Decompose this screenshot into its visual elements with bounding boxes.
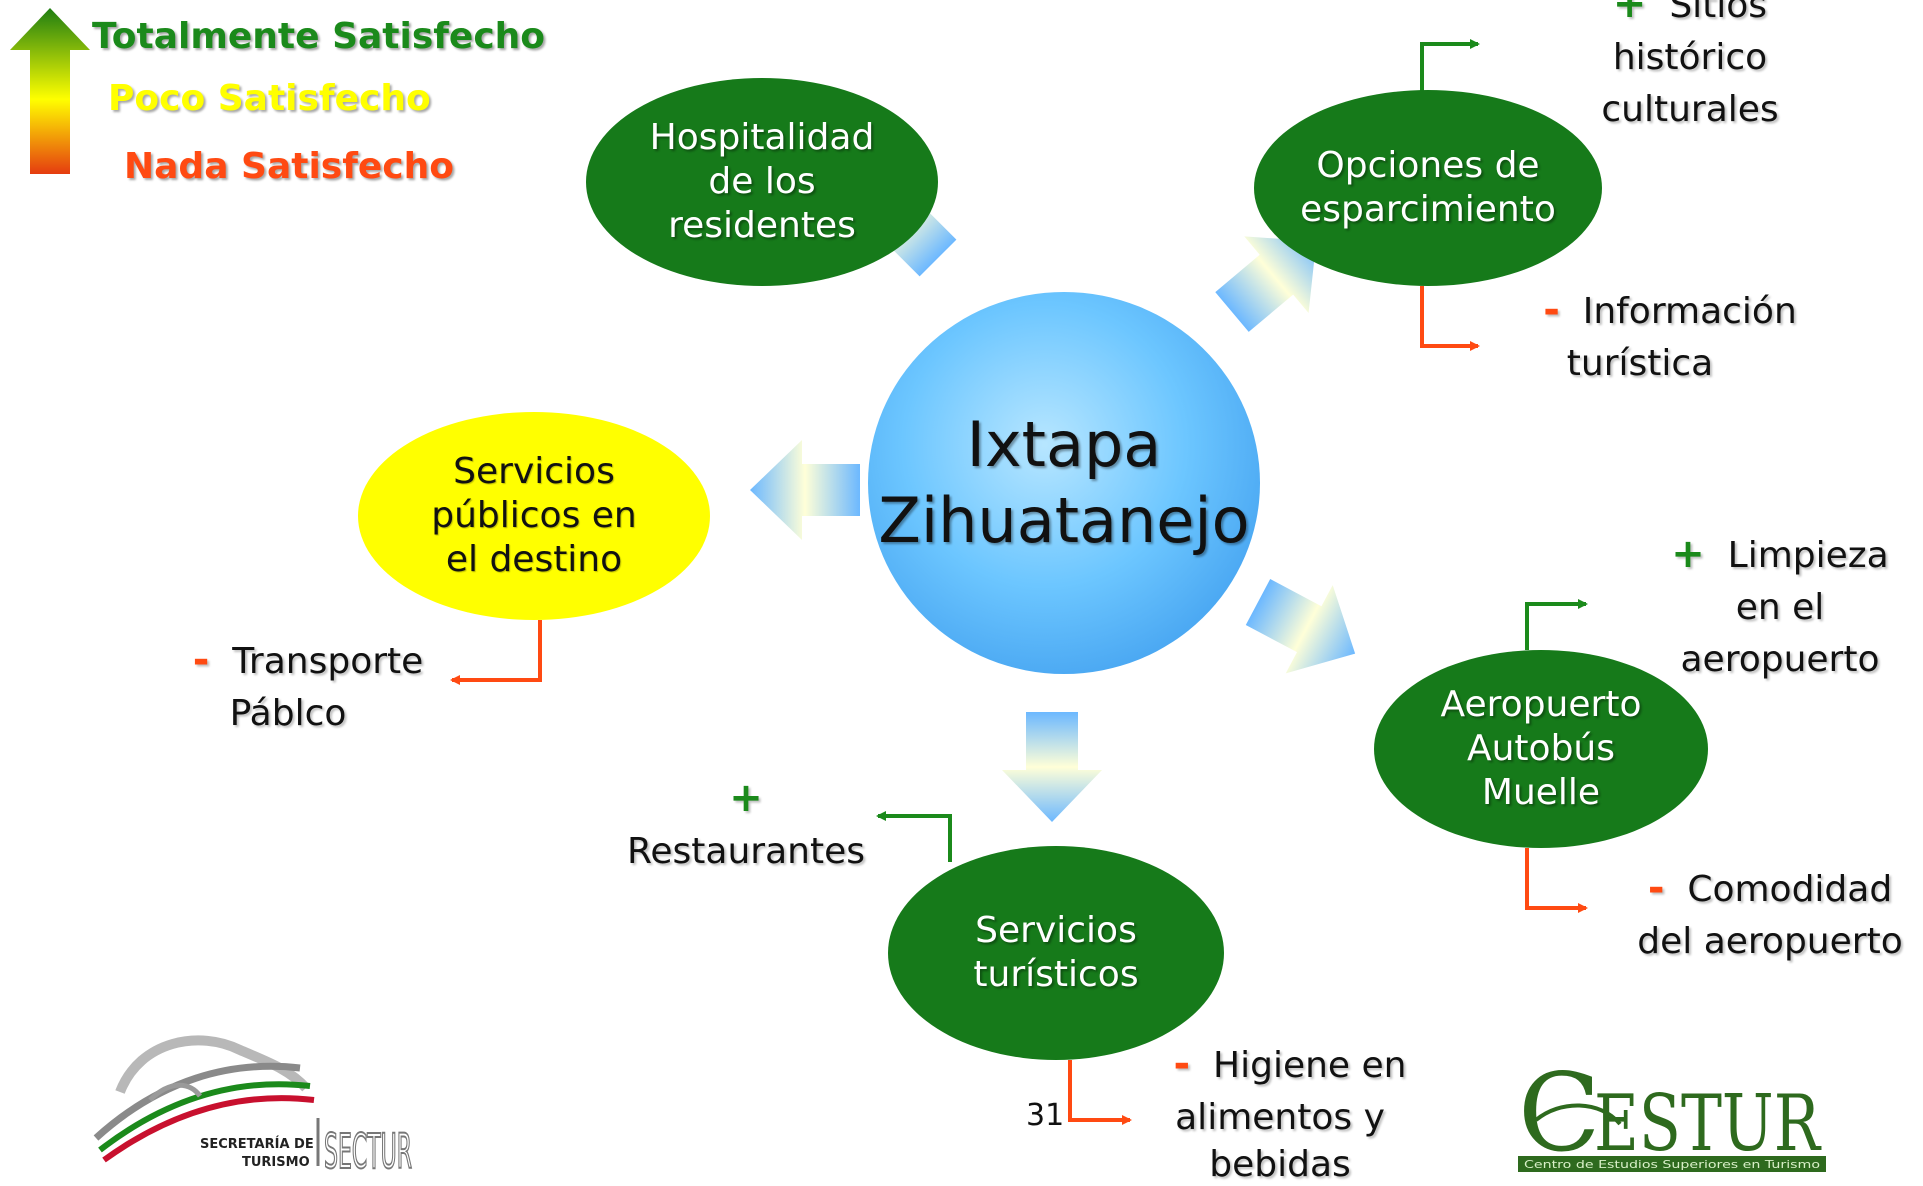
- node-servicios-turisticos-line2: turísticos: [973, 954, 1139, 995]
- center-line1: Ixtapa: [966, 408, 1162, 481]
- block-arrow-left: [750, 440, 860, 540]
- cestur-initial-text: C: [1518, 1051, 1601, 1174]
- cestur-logo: C ESTUR Centro de Estudios Superiores en…: [1518, 1051, 1826, 1174]
- attr-higiene-line2: alimentos y: [1175, 1097, 1385, 1138]
- node-hospitalidad-line3: residentes: [668, 205, 856, 246]
- sectur-brand-text: SECTUR: [324, 1124, 412, 1174]
- node-aeropuerto: Aeropuerto Autobús Muelle: [1374, 650, 1708, 848]
- attr-restaurantes-sign: +: [729, 775, 763, 821]
- attr-limpieza-line1: Limpieza: [1727, 535, 1889, 576]
- cestur-subtitle-text: Centro de Estudios Superiores en Turismo: [1524, 1158, 1820, 1171]
- connector-restaurantes: [876, 811, 952, 862]
- node-servicios-publicos-line3: el destino: [445, 539, 623, 580]
- connector-higiene: [1068, 1060, 1132, 1125]
- attr-comodidad-line1: Comodidad: [1687, 869, 1893, 910]
- node-hospitalidad-line1: Hospitalidad: [649, 117, 875, 158]
- sectur-turismo-text: TURISMO: [242, 1155, 310, 1170]
- attr-sitios-line1: Sitios histórico: [1612, 0, 1768, 78]
- attr-higiene-sign: -: [1173, 1041, 1191, 1087]
- cestur-brand-text: ESTUR: [1594, 1079, 1822, 1169]
- attr-limpieza-sign: +: [1671, 531, 1705, 577]
- attr-comodidad-line2: del aeropuerto: [1637, 921, 1903, 962]
- legend-mid-label: Poco Satisfecho: [108, 78, 431, 119]
- attr-limpieza: + Limpieza en el aeropuerto: [1640, 528, 1920, 686]
- attr-restaurantes-line1: Restaurantes: [627, 831, 865, 872]
- node-esparcimiento-line1: Opciones de: [1316, 145, 1540, 186]
- connector-informacion: [1420, 286, 1480, 351]
- node-servicios-publicos-line2: públicos en: [431, 495, 637, 536]
- attr-informacion-line2: turística: [1566, 343, 1714, 384]
- attr-transporte: - Transporte Páblco: [168, 634, 448, 740]
- attr-sitios-line2: culturales: [1601, 89, 1779, 130]
- node-esparcimiento: Opciones de esparcimiento: [1254, 90, 1602, 286]
- legend-low-label: Nada Satisfecho: [124, 146, 454, 187]
- block-arrow-down: [1002, 712, 1102, 822]
- attr-informacion: - Información turística: [1520, 284, 1820, 390]
- attr-comodidad-sign: -: [1647, 865, 1665, 911]
- sectur-logo: SECRETARÍA DE TURISMO SECTUR: [93, 1035, 413, 1174]
- attr-restaurantes: + Restaurantes: [614, 772, 878, 878]
- attr-informacion-sign: -: [1543, 287, 1560, 333]
- sectur-secretaria-text: SECRETARÍA DE: [200, 1136, 314, 1152]
- node-hospitalidad: Hospitalidad de los residentes: [586, 78, 938, 286]
- attr-limpieza-line3: aeropuerto: [1680, 639, 1880, 680]
- node-aeropuerto-line1: Aeropuerto: [1440, 684, 1642, 725]
- node-esparcimiento-line2: esparcimiento: [1300, 189, 1556, 230]
- attr-transporte-line1: Transporte: [232, 641, 424, 682]
- connector-limpieza: [1525, 599, 1588, 650]
- node-servicios-publicos-line1: Servicios: [453, 451, 615, 492]
- node-servicios-turisticos-line1: Servicios: [975, 910, 1137, 951]
- attr-limpieza-line2: en el: [1735, 587, 1825, 628]
- legend-high-label: Totalmente Satisfecho: [92, 16, 546, 57]
- attr-comodidad: - Comodidad del aeropuerto: [1620, 862, 1920, 968]
- page-number: 31: [1026, 1098, 1065, 1133]
- attr-sitios: + Sitios histórico culturales: [1540, 0, 1840, 136]
- attr-sitios-sign: +: [1612, 0, 1647, 27]
- node-aeropuerto-line2: Autobús: [1466, 728, 1615, 769]
- block-arrow-down-right: [1245, 579, 1356, 674]
- connector-comodidad: [1525, 848, 1588, 913]
- attr-higiene: - Higiene en alimentos y bebidas: [1150, 1038, 1430, 1186]
- attr-transporte-line2: Páblco: [229, 693, 347, 734]
- legend-arrow: [10, 8, 90, 174]
- center-line2: Zihuatanejo: [878, 484, 1250, 557]
- center-node: Ixtapa Zihuatanejo: [868, 292, 1260, 674]
- connector-sitios: [1420, 39, 1480, 92]
- node-servicios-publicos: Servicios públicos en el destino: [358, 412, 710, 620]
- attr-higiene-line3: bebidas: [1209, 1144, 1351, 1185]
- attr-transporte-sign: -: [192, 637, 210, 683]
- node-hospitalidad-line2: de los: [708, 161, 816, 202]
- node-servicios-turisticos: Servicios turísticos: [888, 846, 1224, 1060]
- attr-informacion-line1: Información: [1582, 291, 1797, 332]
- node-aeropuerto-line3: Muelle: [1481, 772, 1601, 813]
- attr-higiene-line1: Higiene en: [1213, 1045, 1407, 1086]
- connector-transporte: [450, 620, 542, 685]
- block-arrow-up-right: [1215, 236, 1317, 332]
